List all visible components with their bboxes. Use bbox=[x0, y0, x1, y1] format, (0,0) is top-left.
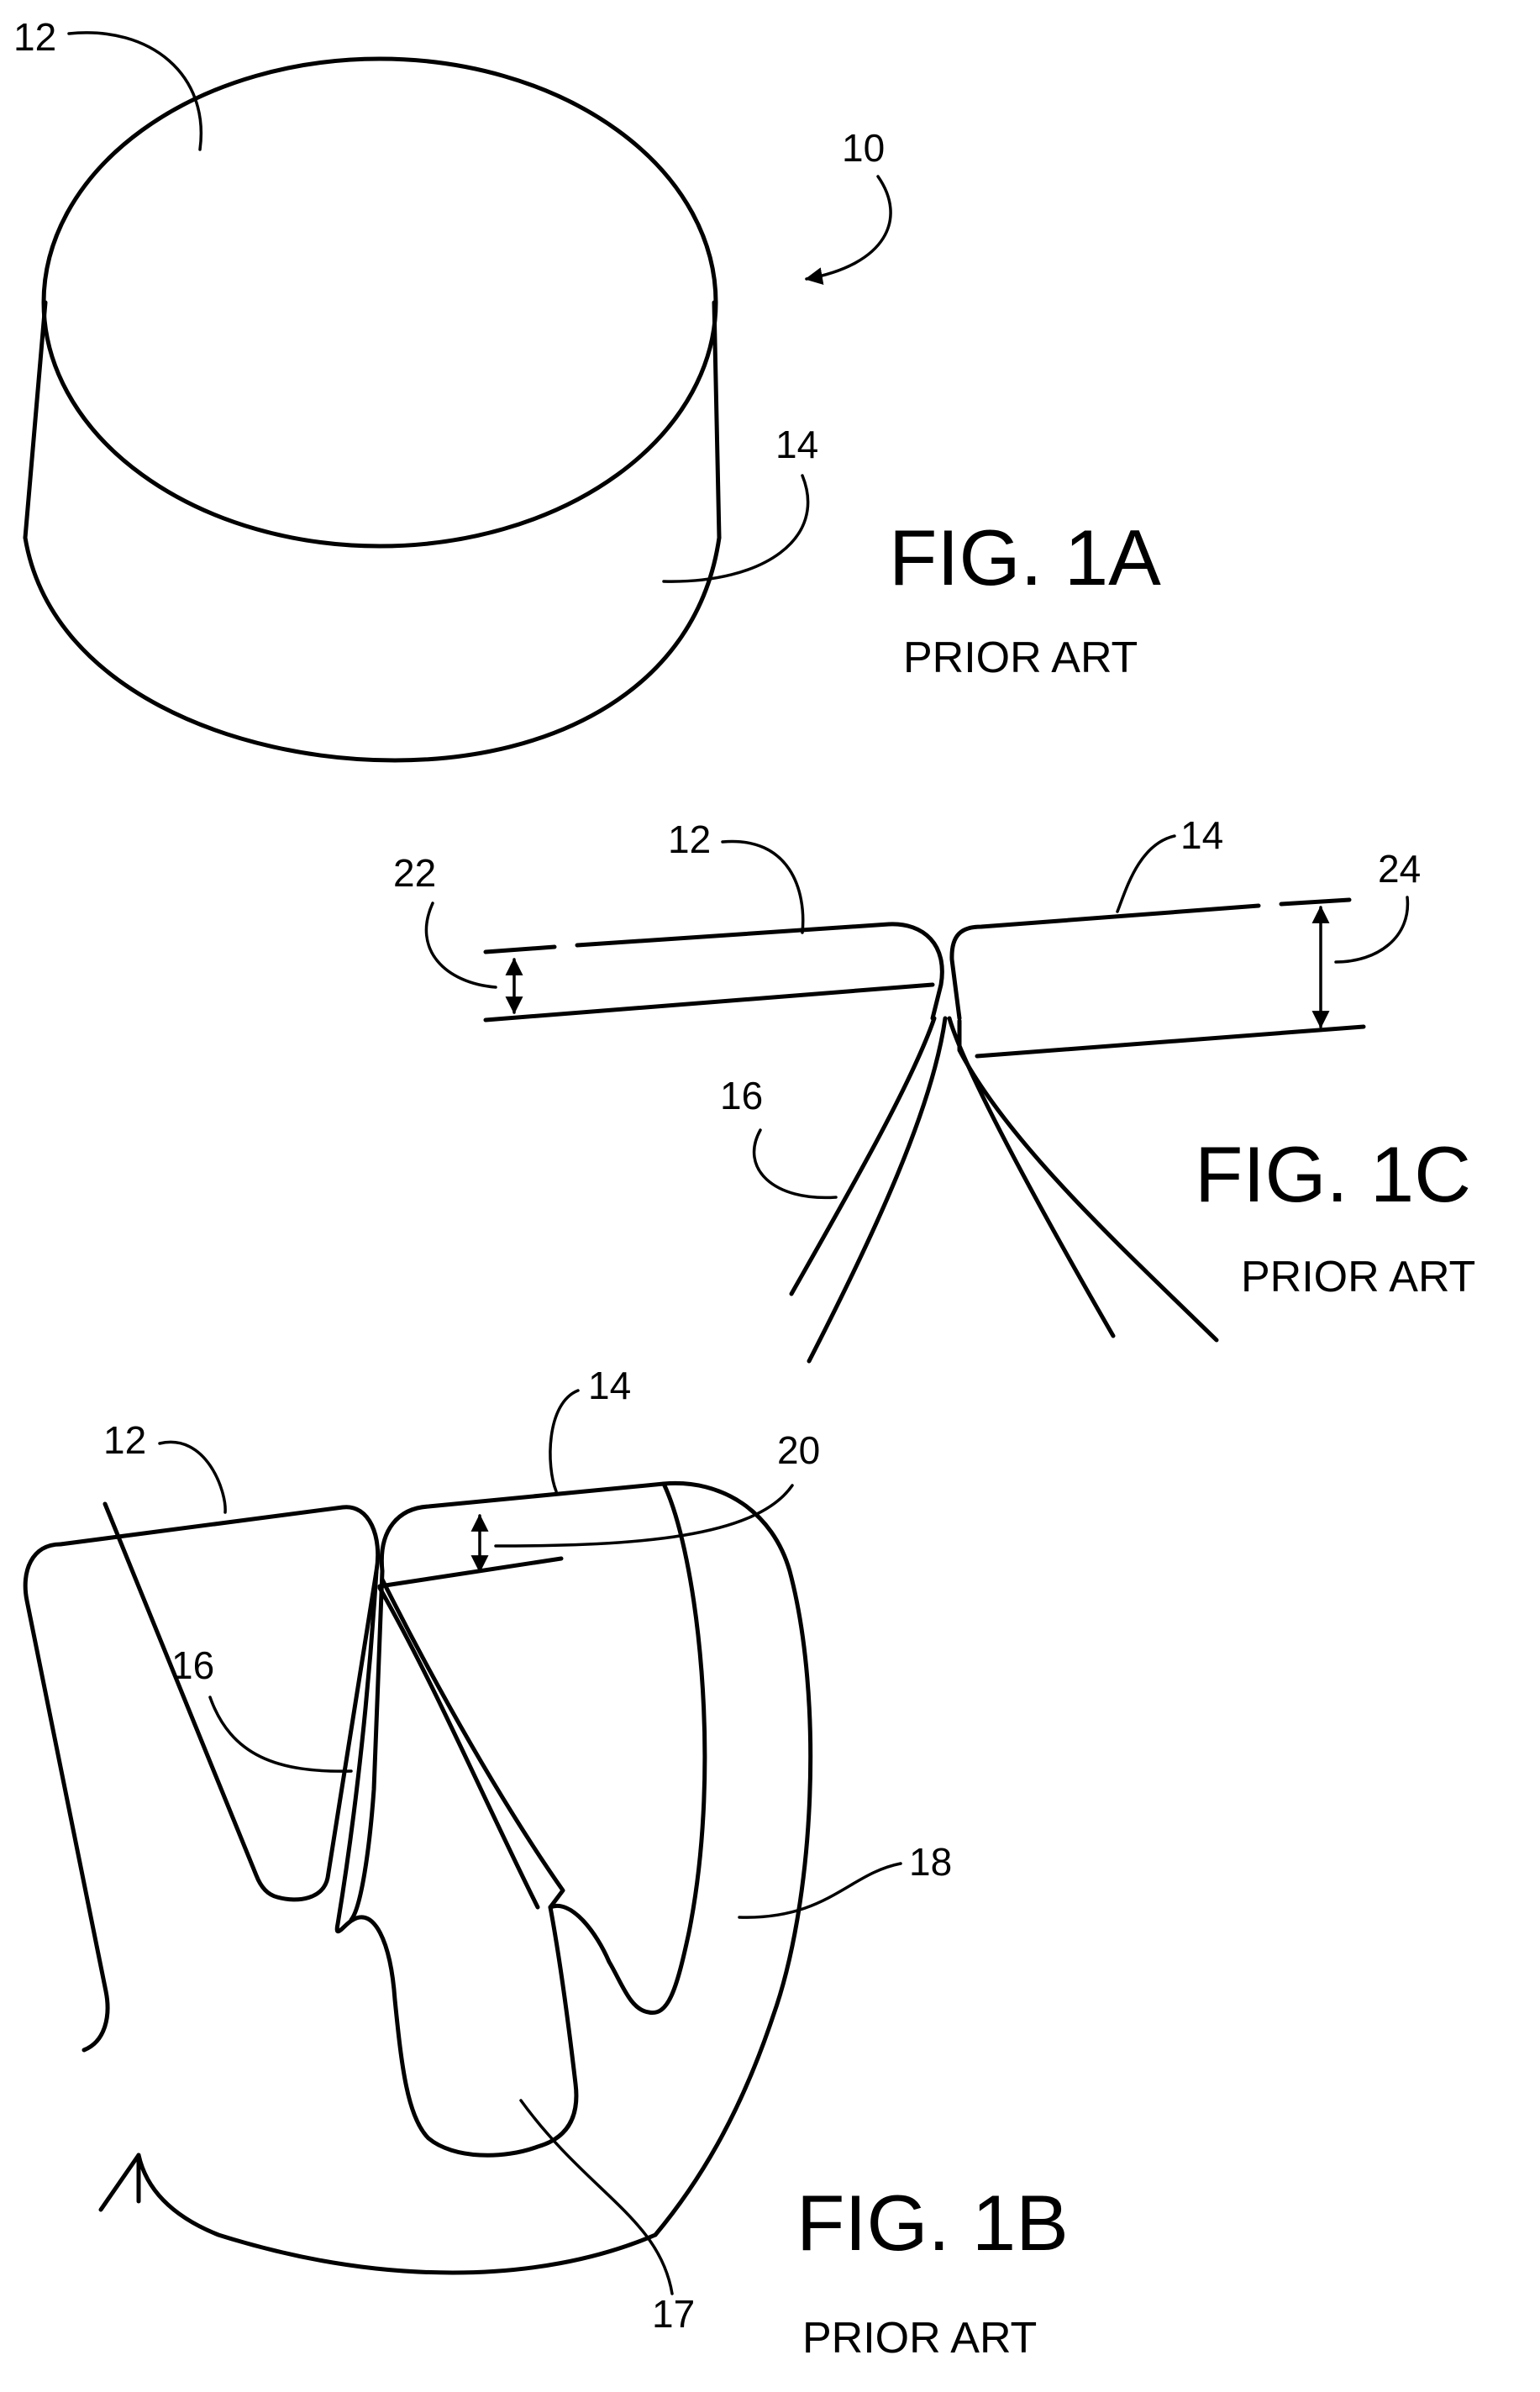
fig-1b-bottom-curve bbox=[139, 2155, 655, 2273]
fig-1b-right-panel bbox=[380, 1483, 811, 2235]
fig-1c-caption: PRIOR ART bbox=[1241, 1253, 1475, 1301]
fig-1b-fold-right-outer bbox=[382, 1580, 563, 1907]
fig-1c-right-bottom-edge bbox=[977, 1027, 1364, 1056]
fig-1c: 22 12 14 24 16 FIG. 1C PRIOR ART bbox=[393, 813, 1475, 1361]
leader-line-14 bbox=[1117, 836, 1175, 912]
fig-1c-ref-22: 22 bbox=[393, 851, 496, 987]
fig-1c-left-top-dash bbox=[486, 947, 555, 952]
fig-1a-ref-14: 14 bbox=[664, 423, 818, 581]
fig-1b-ref-12: 12 bbox=[103, 1418, 225, 1512]
ref-label-12: 12 bbox=[13, 15, 56, 59]
fig-1a-caption: PRIOR ART bbox=[903, 633, 1138, 682]
ref-label-16: 16 bbox=[720, 1074, 763, 1117]
fig-1c-ref-16: 16 bbox=[720, 1074, 836, 1197]
fig-1b-left-loop-front bbox=[60, 1504, 378, 1900]
ref-label-12: 12 bbox=[668, 817, 711, 861]
fig-1b-fold-left-inner bbox=[337, 1571, 376, 1932]
ref-label-12: 12 bbox=[103, 1418, 146, 1462]
fig-1b-valley-outline bbox=[353, 1907, 576, 2155]
fig-1b-left-loop-back bbox=[25, 1544, 108, 2050]
fig-1b-ref-18: 18 bbox=[739, 1840, 952, 1917]
fig-1a-top-ellipse bbox=[44, 59, 716, 546]
fig-1c-left-bottom-edge bbox=[486, 985, 933, 1020]
leader-arrow-10 bbox=[807, 176, 891, 279]
fig-1c-ref-12: 12 bbox=[668, 817, 803, 933]
fig-1c-right-top-dash bbox=[1281, 900, 1349, 904]
fig-1b-ref-16: 16 bbox=[171, 1643, 351, 1771]
fig-1b-right-top-edge bbox=[381, 1484, 664, 1571]
fig-1c-left-panel bbox=[486, 924, 942, 1020]
ref-label-14: 14 bbox=[588, 1364, 631, 1407]
ref-label-14: 14 bbox=[1180, 813, 1223, 857]
fig-1c-fold-left-inner bbox=[809, 1018, 945, 1361]
fig-1b-outer-wall bbox=[655, 1483, 811, 2235]
leader-line-12 bbox=[723, 841, 803, 933]
fig-1a: 12 10 14 FIG. 1A PRIOR ART bbox=[13, 15, 1161, 760]
fig-1c-right-panel bbox=[952, 900, 1364, 1056]
fig-1a-ref-10: 10 bbox=[807, 126, 891, 279]
fig-1a-ref-12: 12 bbox=[13, 15, 201, 150]
leader-line-12 bbox=[160, 1442, 225, 1512]
fig-1a-puck bbox=[25, 59, 719, 760]
fig-1c-fold-right-inner bbox=[949, 1018, 1113, 1336]
fig-1c-right-top-edge bbox=[952, 906, 1259, 1018]
fig-1b-bottom-notch bbox=[101, 2155, 139, 2210]
fig-1b-inner-wall bbox=[550, 1484, 705, 2013]
fig-1a-title: FIG. 1A bbox=[889, 513, 1161, 602]
leader-line-22 bbox=[426, 903, 496, 987]
fig-1b-ref-20: 20 bbox=[496, 1428, 820, 1546]
fig-1b-fold bbox=[337, 1571, 576, 2155]
leader-line-12 bbox=[69, 33, 201, 150]
ref-label-22: 22 bbox=[393, 851, 436, 895]
fig-1b: 12 14 20 16 18 17 FIG. 1B PRIOR ART bbox=[25, 1364, 1069, 2363]
fig-1c-ref-14: 14 bbox=[1117, 813, 1223, 912]
fig-1a-bottom-arc bbox=[25, 538, 719, 760]
leader-line-16 bbox=[210, 1697, 351, 1771]
ref-label-14: 14 bbox=[775, 423, 818, 466]
fig-1c-fold bbox=[791, 1018, 1217, 1361]
leader-line-14 bbox=[550, 1391, 578, 1491]
fig-1c-title: FIG. 1C bbox=[1195, 1130, 1471, 1218]
leader-line-14 bbox=[664, 476, 808, 581]
fig-1c-left-top-edge bbox=[577, 924, 942, 1018]
ref-label-20: 20 bbox=[777, 1428, 820, 1472]
leader-line-24 bbox=[1336, 897, 1407, 962]
fig-1b-ref-14: 14 bbox=[550, 1364, 631, 1491]
fig-1a-left-side-edge bbox=[25, 302, 45, 538]
ref-label-24: 24 bbox=[1378, 847, 1421, 891]
ref-label-16: 16 bbox=[171, 1643, 214, 1687]
leader-line-18 bbox=[739, 1864, 901, 1917]
fig-1b-fold-right-inner bbox=[380, 1588, 538, 1907]
fig-1c-ref-24: 24 bbox=[1336, 847, 1421, 962]
fig-1b-right-inner-line bbox=[380, 1559, 561, 1586]
fig-1a-right-side-edge bbox=[714, 302, 719, 538]
fig-1b-title: FIG. 1B bbox=[796, 2179, 1069, 2267]
ref-label-17: 17 bbox=[652, 2292, 695, 2336]
fig-1b-caption: PRIOR ART bbox=[802, 2314, 1037, 2363]
ref-label-10: 10 bbox=[842, 126, 885, 170]
leader-line-16 bbox=[754, 1130, 836, 1197]
ref-label-18: 18 bbox=[909, 1840, 952, 1884]
